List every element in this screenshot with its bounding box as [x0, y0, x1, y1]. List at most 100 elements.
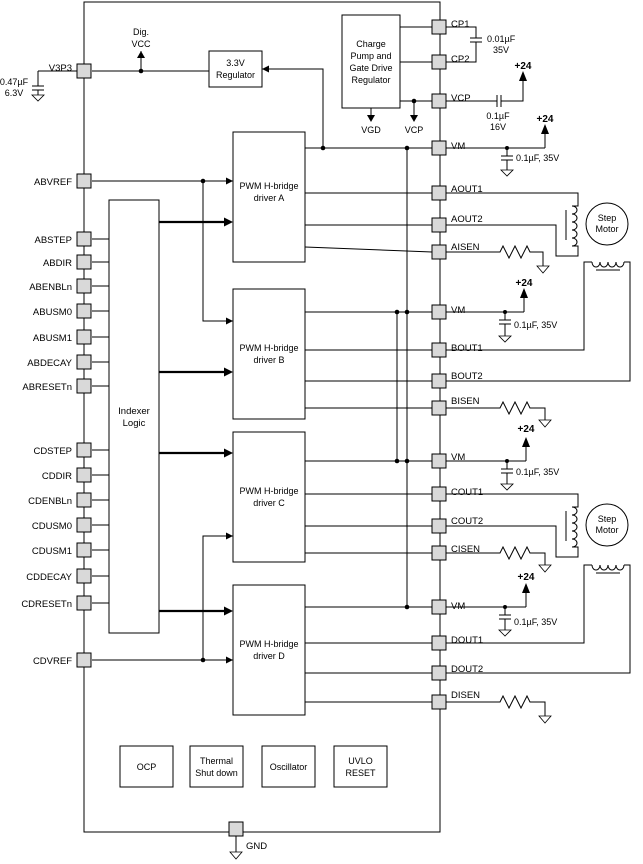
uvlo-block — [333, 745, 388, 788]
pin-label-vm-b: VM — [451, 305, 465, 316]
pin-label-cdvref: CDVREF — [33, 656, 72, 667]
driver-a-block — [232, 131, 306, 263]
vgd-label: VGD — [361, 125, 381, 135]
pin-label-bout1: BOUT1 — [451, 343, 483, 354]
pin-label-abresetn: ABRESETn — [22, 382, 72, 393]
driver-d-label-1: PWM H-bridge — [239, 639, 298, 649]
motor-cd-label-2: Motor — [595, 525, 618, 535]
vcp-supply-label: +24 — [515, 61, 532, 72]
pin-label-abusm1: ABUSM1 — [33, 333, 72, 344]
charge-pump-label-1: Charge — [356, 39, 386, 49]
dig-vcc-arrow — [137, 51, 145, 58]
pin-label-abdecay: ABDECAY — [27, 358, 72, 369]
indexer-label-2: Logic — [123, 418, 146, 429]
pin-label-aisen: AISEN — [451, 242, 480, 253]
pin-abenbln — [76, 278, 92, 294]
v3p3-ground-icon — [31, 94, 45, 102]
v3p3-cap-voltage: 6.3V — [5, 88, 24, 98]
v3p3-cap-value: 0.47µF — [0, 77, 29, 87]
vm-a-supply-label: +24 — [537, 114, 554, 125]
pin-label-cp2: CP2 — [451, 54, 469, 65]
pin-label-cdusm1: CDUSM1 — [32, 546, 72, 557]
pin-label-cdstep: CDSTEP — [33, 446, 72, 457]
oscillator-label: Oscillator — [270, 762, 308, 772]
motor-ab-label-2: Motor — [595, 224, 618, 234]
pin-label-abdir: ABDIR — [43, 258, 72, 269]
driver-b-block — [232, 288, 306, 420]
pin-cdenbln — [76, 492, 92, 508]
pin-abdecay — [76, 354, 92, 370]
driver-d-label-2: driver D — [253, 651, 285, 661]
gnd-ground-icon — [229, 851, 243, 860]
pin-label-bout2: BOUT2 — [451, 371, 483, 382]
ocp-label: OCP — [137, 762, 157, 772]
pin-label-cdusm0: CDUSM0 — [32, 521, 72, 532]
vm-d-supply-label: +24 — [518, 572, 535, 583]
pin-label-cdenbln: CDENBLn — [28, 496, 72, 507]
pin-vcp — [431, 93, 447, 109]
sense-resistor-d — [446, 694, 552, 724]
vm-b-supply-label: +24 — [516, 278, 533, 289]
regulator-label-1: 3.3V — [226, 58, 245, 68]
sense-resistor-b — [446, 400, 552, 428]
vm-d-cap-label: 0.1µF, 35V — [514, 617, 557, 627]
pin-label-vm-c: VM — [451, 452, 465, 463]
step-motor-ab: Step Motor — [446, 192, 631, 382]
pin-label-cdresetn: CDRESETn — [21, 599, 72, 610]
pin-cout2 — [431, 518, 447, 534]
pin-cp2 — [431, 54, 447, 70]
pin-abvref — [76, 173, 92, 189]
driver-c-label-2: driver C — [253, 498, 285, 508]
cp-cap-value: 0.01µF — [487, 34, 516, 44]
pin-abusm1 — [76, 329, 92, 345]
pin-disen — [431, 694, 447, 710]
pin-cdresetn — [76, 595, 92, 611]
pin-dout1 — [431, 635, 447, 651]
vm-supply-b: +24 0.1µF, 35V — [446, 278, 557, 343]
driver-d-block — [232, 584, 306, 716]
vm-c-supply-label: +24 — [518, 424, 535, 435]
indexer-label-1: Indexer — [118, 406, 150, 417]
pin-label-bisen: BISEN — [451, 396, 480, 407]
pin-cdvref — [76, 652, 92, 668]
pin-abusm0 — [76, 303, 92, 319]
charge-pump-block — [341, 14, 401, 109]
pin-label-gnd: GND — [246, 841, 267, 852]
pin-label-cddecay: CDDECAY — [26, 572, 72, 583]
pin-label-abstep: ABSTEP — [35, 235, 73, 246]
oscillator-block — [261, 745, 316, 788]
pin-label-abvref: ABVREF — [34, 177, 72, 188]
charge-pump-label-3: Gate Drive — [349, 63, 392, 73]
indexer-logic-block — [108, 199, 160, 634]
pin-cout1 — [431, 486, 447, 502]
pin-label-dout2: DOUT2 — [451, 664, 483, 675]
vcp-supply-arrow — [519, 71, 527, 81]
pin-cddir — [76, 467, 92, 483]
pin-label-cout1: COUT1 — [451, 487, 483, 498]
vcp-cap-voltage: 16V — [490, 122, 506, 132]
pin-label-abenbln: ABENBLn — [29, 282, 72, 293]
pin-v3p3 — [76, 63, 92, 79]
charge-pump-label-4: Regulator — [351, 75, 390, 85]
motor-cd-label-1: Step — [598, 514, 617, 524]
thermal-block — [189, 745, 244, 788]
thermal-label-2: Shut down — [195, 768, 238, 778]
pin-label-cout2: COUT2 — [451, 516, 483, 527]
vcp-cap-value: 0.1µF — [486, 111, 510, 121]
regulator-3v3 — [208, 50, 263, 88]
pin-dout2 — [431, 665, 447, 681]
motor-ab-body — [585, 202, 629, 246]
vm-c-cap-label: 0.1µF, 35V — [516, 467, 559, 477]
pin-label-cddir: CDDIR — [42, 471, 72, 482]
dig-vcc-label-2: VCC — [131, 39, 151, 49]
driver-a-label-2: driver A — [254, 193, 285, 203]
pin-label-aout1: AOUT1 — [451, 184, 483, 195]
pin-label-vm-a: VM — [451, 141, 465, 152]
pin-abstep — [76, 231, 92, 247]
pin-cdusm1 — [76, 542, 92, 558]
pin-bisen — [431, 400, 447, 416]
pin-label-cp1: CP1 — [451, 19, 469, 30]
sense-resistor-c — [446, 545, 552, 573]
pin-bout1 — [431, 342, 447, 358]
